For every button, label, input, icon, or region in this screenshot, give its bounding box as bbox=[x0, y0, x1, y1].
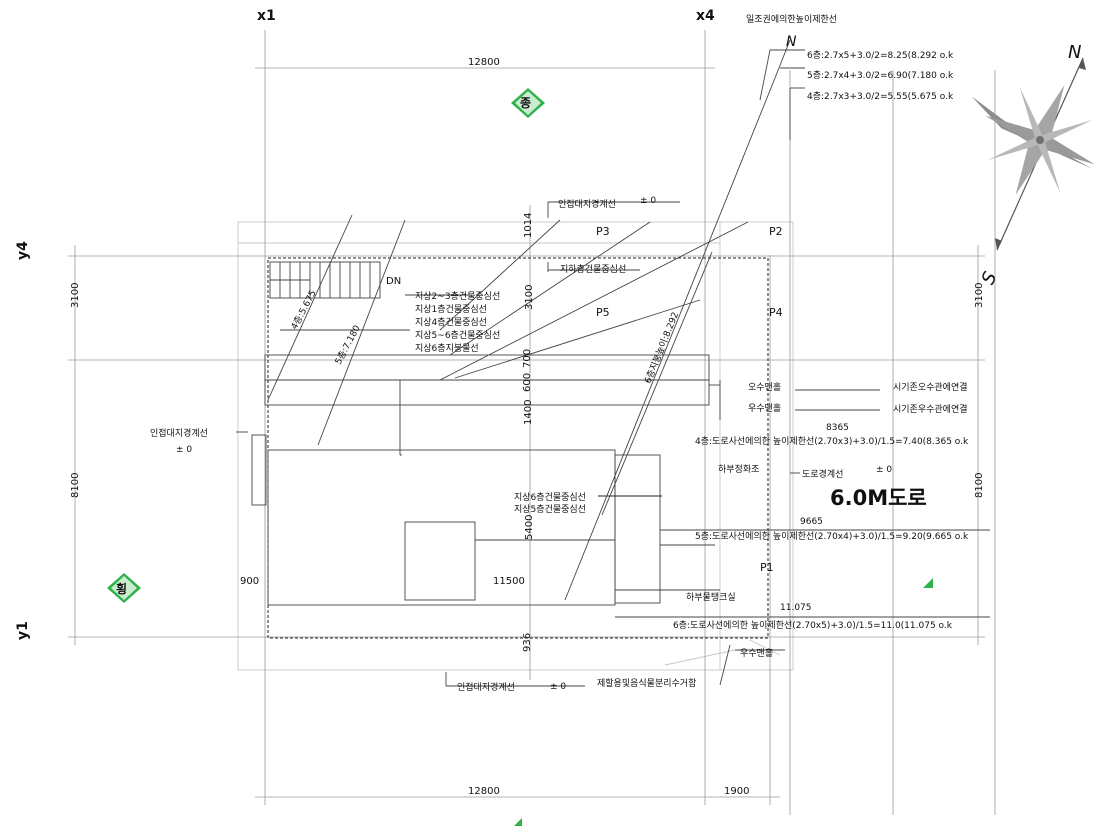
compass-n-small: N bbox=[786, 34, 797, 50]
dim-900: 900 bbox=[240, 576, 259, 587]
point-p2: P2 bbox=[769, 225, 783, 238]
center-label-6: 지상6층건물중심선 bbox=[514, 492, 586, 503]
storm-manhole-label-2: 우수맨홀 bbox=[740, 647, 773, 659]
grid-label-y4: y4 bbox=[15, 241, 31, 260]
underground-tank-label: 하부물탱크실 bbox=[686, 592, 736, 603]
compass-n-label: N bbox=[1068, 42, 1081, 63]
dim-3100: 3100 bbox=[524, 285, 535, 310]
sewer-connection-label: 시기존오수관에연결 bbox=[893, 382, 968, 393]
dim-right-top: 3100 bbox=[974, 283, 985, 308]
sunlight-note-4f: 4층:2.7x3+3.0/2=5.55(5.675 o.k bbox=[807, 91, 954, 102]
sewer-manhole-label: 오수맨홀 bbox=[748, 381, 781, 393]
stair: DN bbox=[269, 261, 401, 299]
road-limit-4f: 4층:도로사선에의한 높이제한선(2.70x3)+3.0)/1.5=7.40(8… bbox=[695, 436, 969, 447]
road-limit-5f: 5층:도로사선에의한 높이제한선(2.70x4)+3.0)/1.5=9.20(9… bbox=[695, 531, 969, 542]
leader-lines bbox=[236, 49, 990, 687]
jong-mark: 종 bbox=[511, 88, 545, 118]
sunlight-note-6f: 6층:2.7x5+3.0/2=8.25(8.292 o.k bbox=[807, 50, 954, 61]
compass-rose: N S bbox=[971, 42, 1095, 288]
center-label-7: 지상5층건물중심선 bbox=[514, 504, 586, 515]
grease-waste-label: 제할용및음식물분리수거함 bbox=[597, 677, 696, 689]
grid-lines bbox=[68, 30, 996, 815]
building-outlines bbox=[251, 257, 990, 639]
level-road: ± 0 bbox=[876, 465, 892, 475]
center-label-2: 지상1층건물중심선 bbox=[415, 304, 487, 315]
jong-mark-label: 종 bbox=[520, 96, 531, 110]
point-p1: P1 bbox=[760, 561, 774, 574]
diag-label-6f-roof: 6층지붕높이:8.292 bbox=[643, 311, 682, 386]
road-width-label: 6.0M도로 bbox=[830, 486, 927, 510]
dim-600: 600 bbox=[522, 373, 533, 392]
center-label-3: 지상4층건물중심선 bbox=[415, 317, 487, 328]
dim-left-bottom: 8100 bbox=[70, 473, 81, 498]
basement-center-label: 지하층건물중심선 bbox=[560, 264, 626, 275]
adjacent-boundary-top: 인접대지경계선 bbox=[558, 198, 616, 210]
light-lines bbox=[237, 221, 794, 671]
sunlight-limit-title: 일조권에의한높이제한선 bbox=[746, 13, 837, 25]
road-limit-6f-value: 11.075 bbox=[780, 603, 812, 613]
dim-700: 700 bbox=[522, 349, 533, 368]
dim-5400: 5400 bbox=[524, 515, 535, 540]
hoeng-mark-label: 횡 bbox=[116, 581, 127, 596]
storm-connection-label: 시기존우수관에연결 bbox=[893, 404, 968, 415]
center-label-4: 지상5~6층건물중심선 bbox=[415, 330, 500, 341]
road-boundary-label: 도로경계선 bbox=[802, 468, 843, 480]
corner-mark bbox=[923, 578, 933, 588]
dim-1400: 1400 bbox=[523, 400, 534, 425]
grid-label-x4: x4 bbox=[696, 8, 715, 24]
dim-bottom: 12800 bbox=[468, 786, 500, 797]
point-p5: P5 bbox=[596, 306, 610, 319]
level-left: ± 0 bbox=[176, 445, 192, 455]
dim-top: 12800 bbox=[468, 57, 500, 68]
center-label-1: 지상2~3층건물중심선 bbox=[415, 291, 500, 302]
stair-dn-label: DN bbox=[386, 276, 401, 287]
sunlight-note-5f: 5층:2.7x4+3.0/2=6.90(7.180 o.k bbox=[807, 70, 954, 81]
septic-tank-label: 하부정화조 bbox=[718, 464, 759, 475]
hoeng-mark: 횡 bbox=[107, 573, 141, 603]
dim-right-bottom: 8100 bbox=[974, 473, 985, 498]
dim-936: 936 bbox=[522, 633, 533, 652]
dim-left-top: 3100 bbox=[70, 283, 81, 308]
road-limit-6f: 6층:도로사선에의한 높이제한선(2.70x5)+3.0)/1.5=11.0(1… bbox=[673, 620, 953, 631]
dim-1014: 1014 bbox=[523, 213, 534, 238]
grid-label-y1: y1 bbox=[15, 621, 31, 640]
level-bottom: ± 0 bbox=[550, 682, 566, 692]
dim-11500: 11500 bbox=[493, 576, 525, 587]
grid-label-x1: x1 bbox=[257, 8, 276, 24]
road-limit-4f-value: 8365 bbox=[826, 423, 849, 433]
point-p3: P3 bbox=[596, 225, 610, 238]
adjacent-boundary-left: 인접대지경계선 bbox=[150, 427, 208, 439]
point-p4: P4 bbox=[769, 306, 783, 319]
adjacent-boundary-bottom: 인접대지경계선 bbox=[457, 681, 515, 693]
dim-bottom-right: 1900 bbox=[724, 786, 749, 797]
level-top: ± 0 bbox=[640, 196, 656, 206]
diag-label-4f: 4층:5.675 bbox=[289, 288, 319, 331]
bottom-mark bbox=[514, 818, 522, 826]
diagonal-lines bbox=[267, 39, 791, 601]
road-limit-5f-value: 9665 bbox=[800, 517, 823, 527]
storm-manhole-label: 우수맨홀 bbox=[748, 402, 781, 414]
center-label-5: 지상6층지붕물선 bbox=[415, 343, 479, 354]
